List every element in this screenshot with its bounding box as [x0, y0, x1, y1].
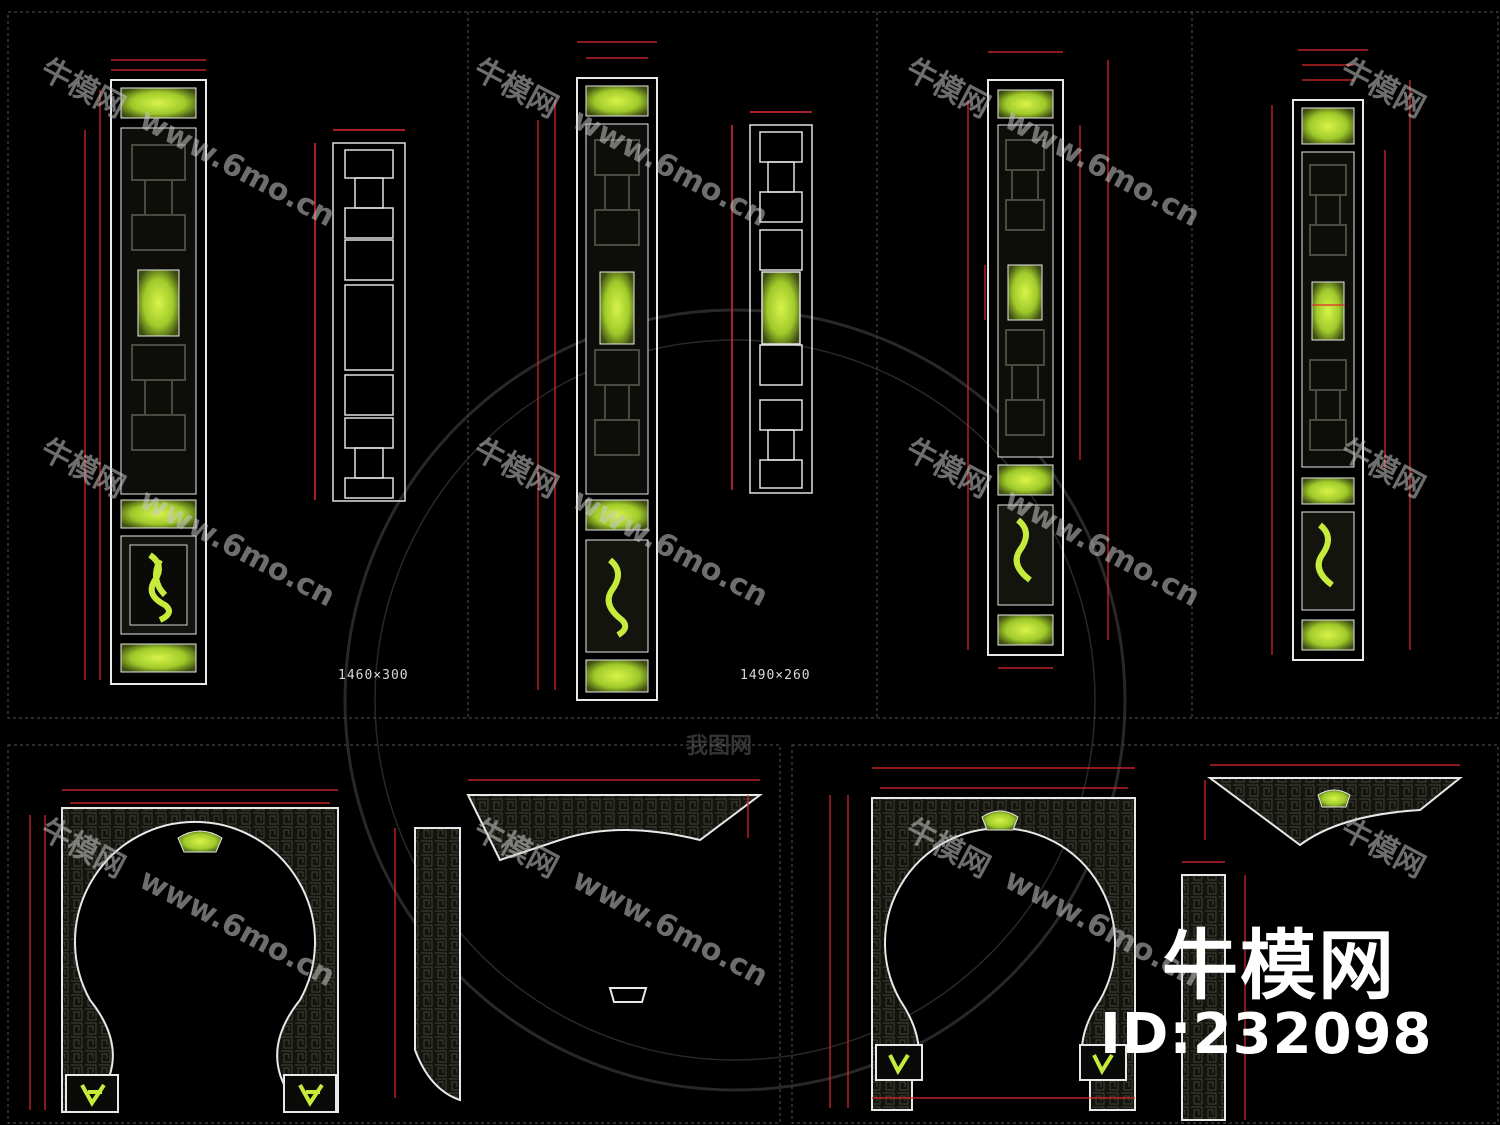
- elevation-label-1: 1460×300: [338, 668, 409, 683]
- elevation-label-2: 1490×260: [740, 668, 811, 683]
- moon-gate-elevation-1: [29, 789, 339, 1113]
- screen-panel-4: [1271, 49, 1411, 661]
- brand-name: 牛模网: [1162, 921, 1396, 1010]
- moon-gate-details-1: [394, 779, 763, 1102]
- moon-gate-details-2: [1181, 764, 1463, 1121]
- screen-panel-2: [537, 41, 658, 701]
- sheet-borders: [7, 11, 1499, 1124]
- lattice-panel-1: [314, 129, 406, 502]
- screen-panel-3: [967, 51, 1109, 669]
- model-id: ID:232098: [1100, 1002, 1433, 1067]
- screen-panel-1: [84, 59, 207, 685]
- lattice-panel-2: [731, 111, 813, 494]
- watermark-seal: [343, 308, 1127, 1092]
- stamp-text: 我图网: [686, 734, 753, 759]
- moon-gate-elevation-2: [829, 767, 1136, 1111]
